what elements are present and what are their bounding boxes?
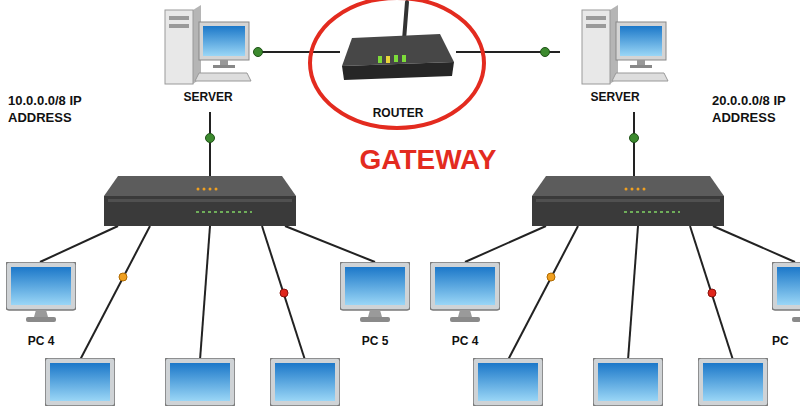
pc-node: PC 4 [4,262,78,352]
server-node-icon [160,2,256,88]
switch-top [104,176,296,196]
network-link [256,51,340,53]
pc-wires [40,226,795,360]
pc-wire [200,226,210,360]
pc-node: PC 5 [338,262,412,352]
link-dot [708,289,716,297]
node-label-row: PC 4 [428,334,502,348]
node-label-row: ROUTER [340,106,456,120]
pc-node-icon-shape [6,262,76,322]
pc-monitor [270,358,340,406]
pc-wire [262,226,305,360]
node-label: PC [772,334,789,348]
switch-led [631,188,634,191]
switch-ports [196,211,252,213]
network-address: 10.0.0.0/8 IP ADDRESS [8,93,92,127]
switch-front [104,196,296,226]
node-label: PC 4 [452,334,479,348]
node-label-row: PC 5 [338,334,412,348]
network-address: 20.0.0.0/8 IP ADDRESS [712,93,796,127]
pc-monitor [45,358,115,406]
server-node-icon-shape [165,5,251,84]
pc-wire [40,226,118,262]
switch-top [532,176,724,196]
node-label-row: SERVER [560,90,670,104]
server-node-icon-shape [582,5,668,84]
node-label-row: PC 4 [4,334,78,348]
switch-led [197,188,200,191]
pc-wire [465,226,546,262]
server-node: SERVER [560,2,670,108]
node-label: ROUTER [373,106,424,120]
router-node-icon [340,30,456,90]
uplink-wire [633,112,635,178]
pc-wire [628,226,638,360]
pc-monitor [698,358,768,406]
highlight-ellipse [310,0,484,128]
switch-strip [536,199,720,202]
server-node: SERVER [160,2,256,108]
link-dot [280,289,288,297]
uplink-wire [209,112,211,178]
pc-wire [285,226,375,262]
node-label-row: SERVER [160,90,256,104]
node-label-row: PC [768,334,798,348]
switch-ports [624,211,680,213]
switch-led [203,188,206,191]
pc-wire [690,226,733,360]
router-antenna [404,2,407,40]
pc-monitor [593,358,663,406]
switch-led [625,188,628,191]
gateway-title: GATEWAY [338,142,518,178]
pc-wire [508,226,578,360]
switch-hub [532,176,724,226]
node-label: PC 5 [362,334,389,348]
link-dot [119,273,127,281]
pc-node-icon [430,262,500,324]
switch-hub [104,176,296,226]
pc-node-icon [772,262,800,324]
link-dot [630,134,639,143]
switch-led [209,188,212,191]
link-dot [206,134,215,143]
pc-node-icon-shape [430,262,500,322]
link-dot [541,48,550,57]
node-label: SERVER [590,90,639,104]
pc-node: PC 4 [428,262,502,352]
switch-led [215,188,218,191]
pc-wire [713,226,795,262]
pc-monitor [473,358,543,406]
switch-led [637,188,640,191]
pc-monitor [165,358,235,406]
switch-led [643,188,646,191]
pc-node: PC [768,262,798,352]
pc-node-icon-shape [340,262,410,322]
switch-strip [108,199,292,202]
switch-front [532,196,724,226]
pc-wire [80,226,150,360]
node-label: SERVER [183,90,232,104]
link-dot [547,273,555,281]
server-node-icon [580,2,670,88]
pc-node-icon-shape [772,262,800,322]
router-node: ROUTER [340,30,456,123]
pc-node-icon [340,262,410,324]
pc-node-icon [6,262,76,324]
node-label: PC 4 [28,334,55,348]
router-node-icon-shape [342,34,454,80]
link-dot [254,48,263,57]
